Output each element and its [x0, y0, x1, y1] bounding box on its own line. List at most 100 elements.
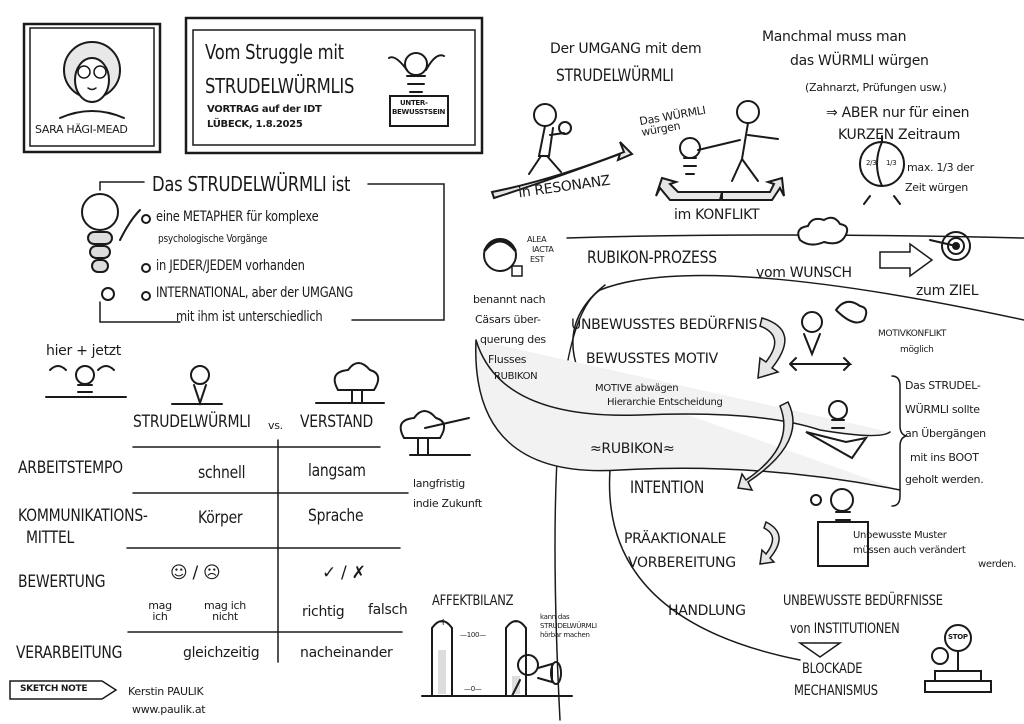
plus-icon: + — [439, 617, 448, 628]
boat-note-line: mit ins BOOT — [910, 451, 979, 464]
arrow-blockade-icon — [797, 642, 843, 658]
goal-label: zum ZIEL — [916, 283, 979, 299]
box-label-1: UNTER- — [400, 99, 428, 107]
cell-falsch: falsch — [368, 602, 408, 618]
rubikon-river — [475, 339, 901, 491]
author-website[interactable]: www.paulik.at — [132, 703, 206, 716]
patterns-note-line: müssen auch verändert — [853, 545, 966, 556]
step-conscious-motive: BEWUSSTES MOTIV — [586, 351, 718, 367]
institutions-line-1: UNBEWUSSTE BEDÜRFNISSE — [783, 593, 943, 609]
quote-est: EST — [530, 255, 545, 264]
cell-koerper: Körper — [198, 508, 243, 528]
sketch-note-badge: SKETCH NOTE — [20, 684, 88, 694]
cell-sprache: Sprache — [308, 506, 364, 526]
smiley-icons: ☺ / ☹ — [170, 563, 221, 583]
thermometer-negative-icon — [505, 620, 527, 696]
event-place-date: LÜBECK, 1.8.2025 — [207, 119, 303, 130]
mechanism-label: MECHANISMUS — [794, 683, 878, 699]
column-header-verstand: VERSTAND — [300, 412, 374, 432]
sometimes-line-5: KURZEN Zeitraum — [838, 127, 961, 143]
step-weigh-motives: MOTIVE abwägen — [595, 383, 679, 394]
caption-line: querung des — [480, 333, 546, 346]
megaphone-note-line: kann das — [540, 613, 570, 621]
superhero-worm-icon — [81, 193, 141, 301]
arrow-wish-to-goal-icon — [879, 242, 934, 278]
worm-toolbox-icon — [810, 488, 869, 567]
cell-mag-ich-nicht: mag ich nicht — [204, 599, 246, 623]
cell-richtig: richtig — [302, 604, 345, 620]
row-label-kommunikationsmittel-cont: MITTEL — [26, 528, 75, 548]
title-frame — [184, 16, 484, 155]
table-lines — [126, 439, 409, 663]
boat-note-line: an Übergängen — [905, 427, 986, 440]
worm-in-box-icon — [388, 52, 449, 127]
cell-schnell: schnell — [198, 463, 246, 483]
umgang-title-1: Der UMGANG mit dem — [550, 41, 702, 57]
affect-balance-title: AFFEKTBILANZ — [432, 593, 514, 609]
talk-title-line1: Vom Struggle mit — [205, 40, 344, 64]
rubikon-top-line — [566, 234, 1024, 239]
caption-line: benannt nach — [473, 293, 546, 306]
caption-line: Flusses — [488, 353, 527, 366]
scale-max-label: —100— — [460, 631, 486, 639]
caesar-head-icon — [483, 238, 523, 277]
motive-conflict-icon — [789, 300, 868, 371]
river-rubikon-label: ≈RUBIKON≈ — [590, 441, 675, 457]
target-icon — [929, 231, 971, 261]
step-hierarchy-decision: Hierarchie Entscheidung — [607, 397, 723, 408]
boat-note-line: Das STRUDEL- — [905, 379, 981, 392]
motive-conflict-possible: möglich — [900, 345, 934, 355]
author-name: Kerstin PAULIK — [128, 685, 204, 698]
row-label-kommunikationsmittel: KOMMUNIKATIONS- — [18, 506, 148, 526]
quote-alea: ALEA — [527, 235, 547, 244]
sometimes-line-4: ⇒ ABER nur für einen — [826, 105, 970, 121]
event-name: VORTRAG auf der IDT — [207, 104, 322, 115]
rubikon-process-title: RUBIKON-PROZESS — [587, 248, 717, 268]
quote-iacta: IACTA — [532, 245, 554, 254]
arrow-down-icon — [757, 317, 786, 380]
wish-cloud-icon — [797, 216, 849, 246]
sometimes-line-2: das WÜRMLI würgen — [790, 53, 929, 69]
longterm-label: langfristig — [413, 477, 465, 490]
caption-line: RUBIKON — [494, 371, 538, 382]
definition-heading: Das STRUDELWÜRMLI ist — [152, 172, 351, 196]
megaphone-note-line: hörbar machen — [540, 631, 590, 639]
minus-icon: − — [512, 617, 521, 628]
institutions-line-2: von INSTITUTIONEN — [790, 621, 900, 637]
definition-bullet-3-cont: mit ihm ist unterschiedlich — [176, 309, 323, 325]
meditating-worm-icon — [45, 365, 127, 398]
patterns-note-line: Unbewusste Muster — [853, 530, 947, 541]
sketch-note-pencil-icon — [9, 680, 118, 700]
worm-bulb-icon — [171, 365, 223, 407]
definition-bullet-3: INTERNATIONAL, aber der UMGANG — [156, 285, 353, 301]
spiral-bullet-icon — [141, 263, 151, 273]
talk-title-line2: STRUDELWÜRMLIS — [205, 74, 355, 98]
wish-label: vom WUNSCH — [756, 265, 852, 281]
row-label-bewertung: BEWERTUNG — [18, 572, 106, 592]
definition-bullet-1: eine METAPHER für komplexe — [156, 209, 319, 225]
conflict-figures-icon — [655, 100, 785, 201]
step-action: HANDLUNG — [668, 603, 746, 619]
check-cross-icons: ✓ / ✗ — [322, 563, 366, 583]
process-curve-outer — [572, 284, 801, 661]
cell-mag-ich: mag ich — [148, 599, 172, 623]
tree-telescope-icon — [399, 410, 471, 456]
clock-icon — [859, 135, 905, 205]
blockade-label: BLOCKADE — [802, 661, 863, 677]
worm-in-boat-icon — [805, 400, 869, 460]
resonance-figure-icon — [490, 103, 634, 200]
clock-fraction-two-thirds: 2/3 — [866, 159, 877, 167]
scale-min-label: —0— — [464, 685, 482, 693]
megaphone-note-line: STRUDELWÜRMLI — [540, 622, 597, 630]
clock-fraction-one-third: 1/3 — [886, 159, 897, 167]
cell-gleichzeitig: gleichzeitig — [183, 645, 260, 661]
step-unconscious-need: UNBEWUSSTES BEDÜRFNIS — [571, 317, 758, 333]
speaker-portrait-icon — [59, 41, 125, 119]
stop-sign-label: STOP — [948, 633, 968, 641]
spiral-bullet-icon — [141, 214, 151, 224]
tree-icon — [315, 362, 385, 404]
thermometer-positive-icon — [431, 620, 453, 696]
cell-langsam: langsam — [308, 461, 366, 481]
max-third-label: max. 1/3 der — [907, 161, 974, 174]
